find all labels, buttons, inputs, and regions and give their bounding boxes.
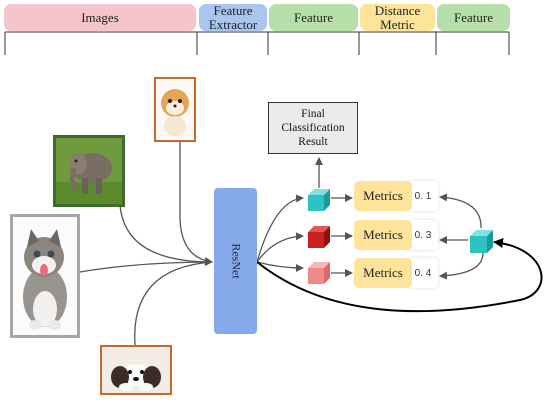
feature-cube-red [308, 226, 330, 248]
score-2-value: 0. 3 [414, 229, 432, 241]
metrics-box-3: Metrics [354, 258, 412, 288]
stage-distance-metric-label: Distance Metric [374, 2, 421, 32]
stage-images: Images [4, 4, 196, 31]
feature-cube-teal [308, 189, 330, 211]
metrics-box-1-label: Metrics [363, 188, 403, 203]
metrics-box-3-label: Metrics [363, 265, 403, 280]
stage-distance-metric: Distance Metric [360, 2, 435, 32]
score-3-value: 0. 4 [414, 267, 432, 279]
image-connectors [79, 142, 213, 346]
stage-feature-extractor: Feature Extractor [199, 2, 267, 32]
query-metric-connectors [439, 193, 484, 280]
stage-feature-final: Feature [437, 4, 510, 31]
kitten-image [10, 214, 80, 338]
query-feature-cube [470, 230, 493, 253]
feature-cube-pink [308, 262, 330, 284]
elephant-image [53, 135, 125, 207]
score-1-value: 0. 1 [414, 190, 432, 202]
feedback-curve [256, 238, 543, 313]
resnet-block: ResNet [214, 188, 257, 334]
stage-feature-label: Feature [294, 9, 333, 25]
resnet-label: ResNet [229, 243, 243, 279]
score-3: 0. 4 [408, 258, 438, 288]
score-2: 0. 3 [408, 220, 438, 250]
feature-metric-connectors [331, 194, 353, 277]
stage-images-label: Images [81, 9, 119, 25]
score-1: 0. 1 [408, 181, 438, 211]
header-bracket [4, 31, 510, 55]
pomeranian-image [154, 77, 196, 142]
metrics-box-1: Metrics [354, 181, 412, 211]
metrics-box-2-label: Metrics [363, 227, 403, 242]
metrics-box-2: Metrics [354, 220, 412, 250]
final-result-label: Final Classification Result [281, 108, 345, 148]
final-result-box: Final Classification Result [268, 102, 358, 154]
stage-feature-extractor-label: Feature Extractor [208, 2, 258, 32]
stage-feature: Feature [269, 4, 358, 31]
puppy-image [100, 345, 172, 395]
stage-feature-final-label: Feature [454, 9, 493, 25]
resnet-connectors [256, 194, 304, 272]
